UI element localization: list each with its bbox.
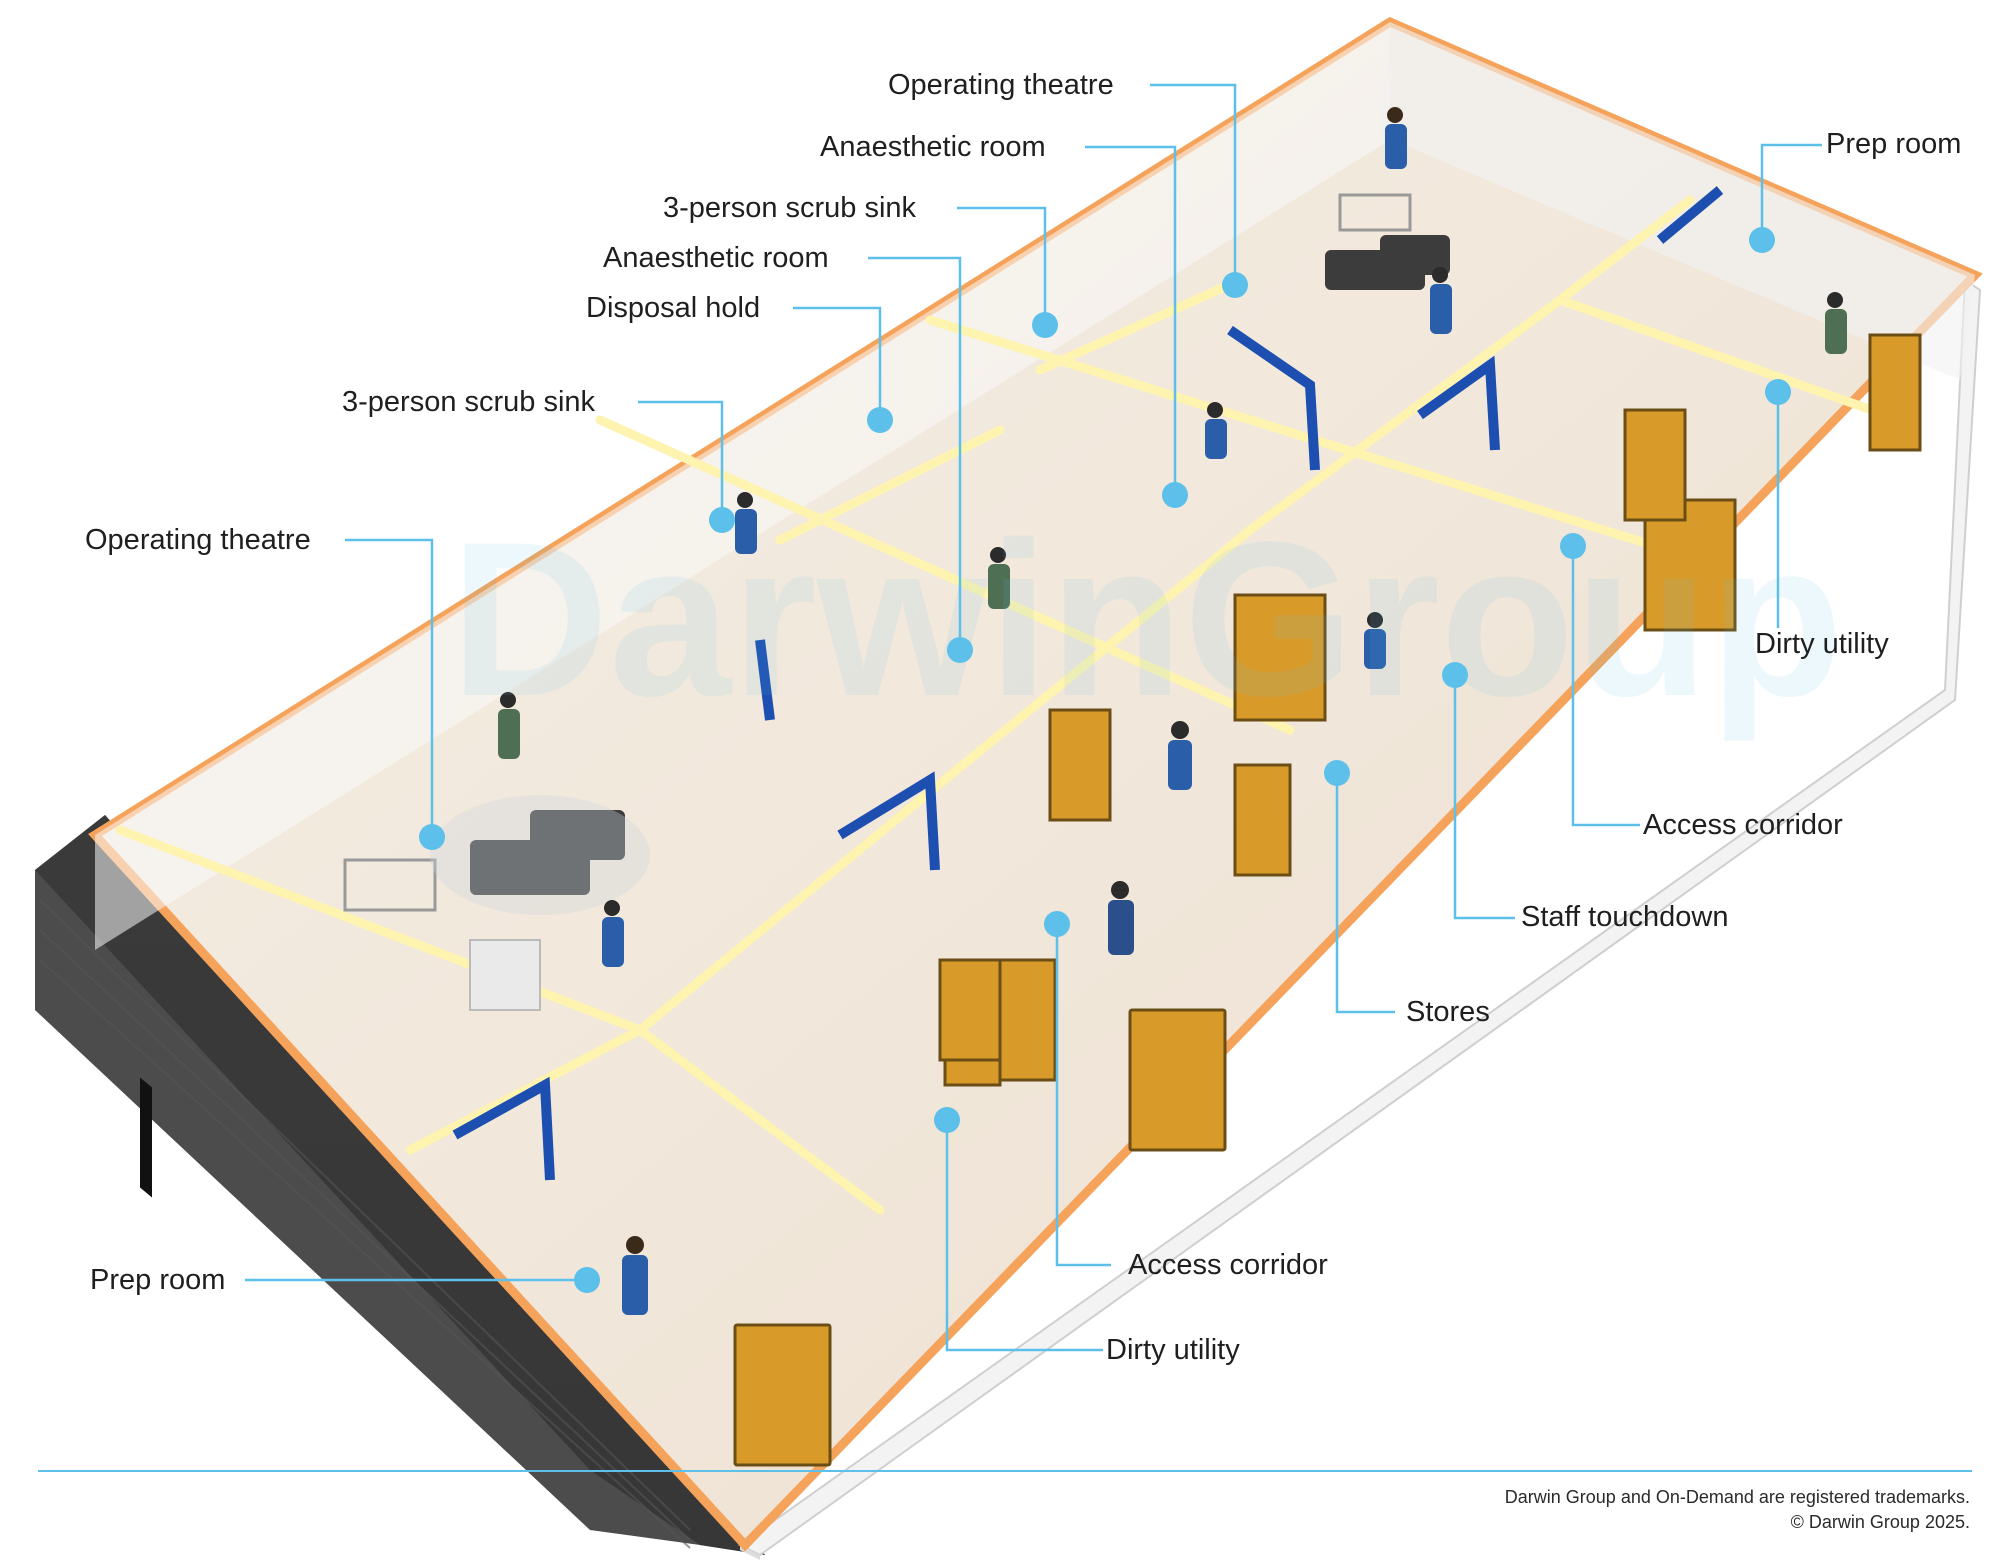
label-operating-theatre-left: Operating theatre [85, 524, 311, 556]
label-access-corridor-bottom: Access corridor [1128, 1249, 1328, 1281]
dot-anaesthetic-room-mid [947, 637, 973, 663]
dot-scrub-sink-top [1032, 312, 1058, 338]
dot-prep-room-left [574, 1267, 600, 1293]
label-stores: Stores [1406, 996, 1490, 1028]
label-dirty-utility-right: Dirty utility [1755, 628, 1889, 660]
leader-lines [245, 83, 1822, 1352]
label-staff-touchdown: Staff touchdown [1521, 901, 1729, 933]
dot-disposal-hold [867, 407, 893, 433]
staff-figures [498, 107, 1847, 1315]
dot-staff-touchdown [1442, 662, 1468, 688]
label-prep-room-right: Prep room [1826, 128, 1962, 160]
label-anaesthetic-room-top: Anaesthetic room [820, 131, 1046, 163]
label-anaesthetic-room-mid: Anaesthetic room [603, 242, 829, 274]
dot-anaesthetic-room-top [1162, 482, 1188, 508]
marker-dots [419, 227, 1791, 1293]
corridor-doors [733, 333, 1922, 1467]
dot-access-corridor-right [1560, 533, 1586, 559]
label-scrub-sink-top: 3-person scrub sink [663, 192, 917, 224]
label-dirty-utility-bottom: Dirty utility [1106, 1334, 1240, 1366]
dot-dirty-utility-bottom [934, 1107, 960, 1133]
blue-door-frames [452, 186, 1724, 1181]
label-scrub-sink-left: 3-person scrub sink [342, 386, 596, 418]
dot-operating-theatre-top [1222, 272, 1248, 298]
interior-walls [115, 195, 1905, 1215]
operating-table-left [343, 795, 650, 1011]
label-prep-room-left: Prep room [90, 1264, 226, 1296]
label-operating-theatre-top: Operating theatre [888, 69, 1114, 101]
watermark-text: DarwinGroup [450, 496, 1843, 742]
operating-table-top [1325, 193, 1450, 290]
dot-prep-room-right [1749, 227, 1775, 253]
footer-copyright: © Darwin Group 2025. [1790, 1512, 1970, 1532]
label-access-corridor-right: Access corridor [1643, 809, 1843, 841]
dot-operating-theatre-left [419, 824, 445, 850]
dot-dirty-utility-right [1765, 379, 1791, 405]
dot-stores [1324, 760, 1350, 786]
dot-scrub-sink-left [709, 507, 735, 533]
label-disposal-hold: Disposal hold [586, 292, 761, 324]
dot-access-corridor-bottom [1044, 911, 1070, 937]
footer-trademarks: Darwin Group and On-Demand are registere… [1504, 1487, 1970, 1507]
footer-divider [38, 1470, 1972, 1472]
